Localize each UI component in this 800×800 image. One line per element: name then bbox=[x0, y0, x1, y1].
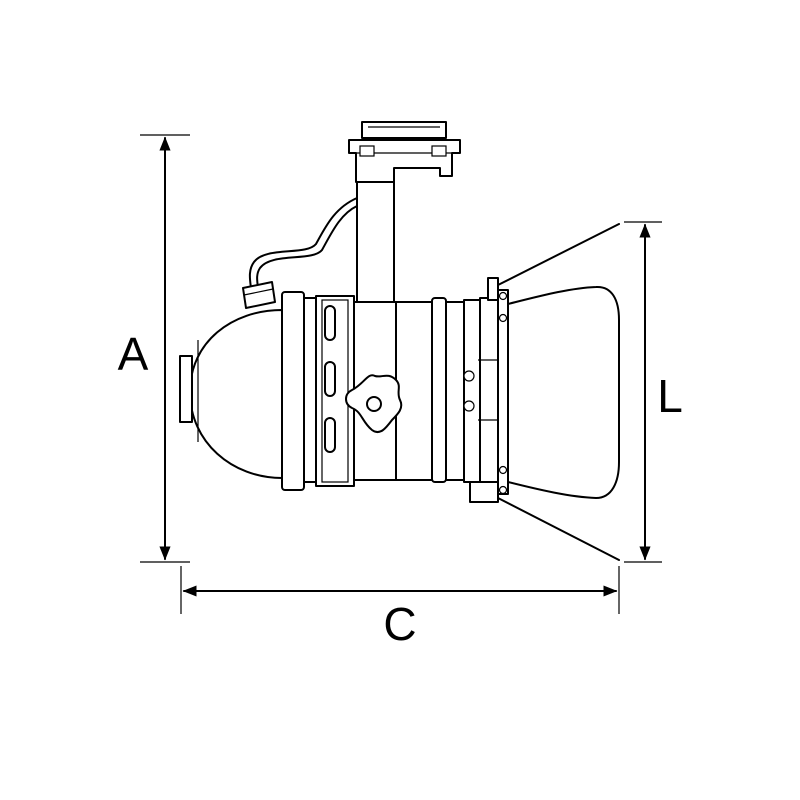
rear-collar bbox=[303, 297, 317, 483]
dimension-l-label: L bbox=[657, 370, 683, 422]
tilt-knob-center bbox=[366, 396, 382, 412]
dimension-l: L bbox=[624, 221, 683, 563]
dimension-a: A bbox=[118, 134, 190, 563]
rear-ring bbox=[281, 291, 305, 491]
track-adapter bbox=[348, 121, 461, 183]
ventilated-body bbox=[315, 295, 355, 487]
mount-stem bbox=[356, 181, 395, 303]
power-cable bbox=[242, 197, 358, 309]
main-barrel bbox=[395, 297, 465, 483]
dimension-a-label: A bbox=[118, 328, 149, 380]
dimension-c: C bbox=[180, 566, 620, 650]
rear-housing bbox=[179, 309, 283, 479]
front-ring bbox=[463, 277, 499, 503]
barn-doors bbox=[497, 223, 620, 561]
dimension-c-label: C bbox=[383, 598, 416, 650]
